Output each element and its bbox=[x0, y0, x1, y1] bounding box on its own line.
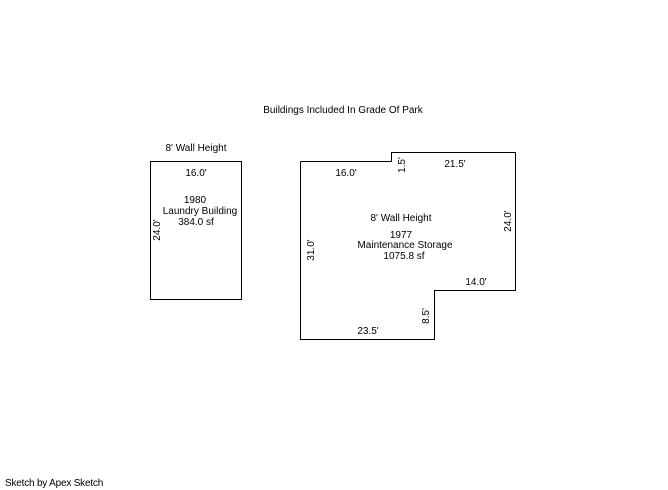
laundry-name: Laundry Building bbox=[163, 206, 238, 217]
maintenance-storage-outline bbox=[300, 152, 516, 340]
laundry-building: 8' Wall Height 16.0' 24.0' 1980 Laundry … bbox=[150, 143, 242, 300]
maintenance-dim-bottom: 23.5' bbox=[357, 326, 378, 337]
maintenance-dim-step: 1.5' bbox=[397, 157, 408, 173]
maintenance-dim-left: 31.0' bbox=[306, 239, 317, 260]
maintenance-dim-top-right: 21.5' bbox=[444, 159, 465, 170]
maintenance-name: Maintenance Storage bbox=[357, 240, 453, 251]
maintenance-dim-inner-horizontal: 14.0' bbox=[465, 277, 486, 288]
sketch-credit: Sketch by Apex Sketch bbox=[5, 478, 104, 489]
maintenance-dim-right: 24.0' bbox=[503, 210, 514, 231]
maintenance-dim-top-left: 16.0' bbox=[335, 168, 356, 179]
laundry-area: 384.0 sf bbox=[178, 217, 214, 228]
laundry-dim-top: 16.0' bbox=[185, 168, 206, 179]
laundry-wall-height: 8' Wall Height bbox=[165, 143, 226, 154]
laundry-dim-left: 24.0' bbox=[152, 219, 163, 240]
maintenance-year: 1977 bbox=[390, 230, 413, 241]
maintenance-storage-building: 16.0' 1.5' 21.5' 24.0' 31.0' 14.0' 8.5' … bbox=[300, 152, 516, 340]
maintenance-area: 1075.8 sf bbox=[383, 251, 424, 262]
laundry-year: 1980 bbox=[184, 195, 207, 206]
maintenance-wall-height: 8' Wall Height bbox=[370, 213, 431, 224]
maintenance-dim-inner-vertical: 8.5' bbox=[421, 308, 432, 324]
sketch-title: Buildings Included In Grade Of Park bbox=[263, 105, 424, 116]
laundry-building-outline bbox=[150, 161, 242, 300]
